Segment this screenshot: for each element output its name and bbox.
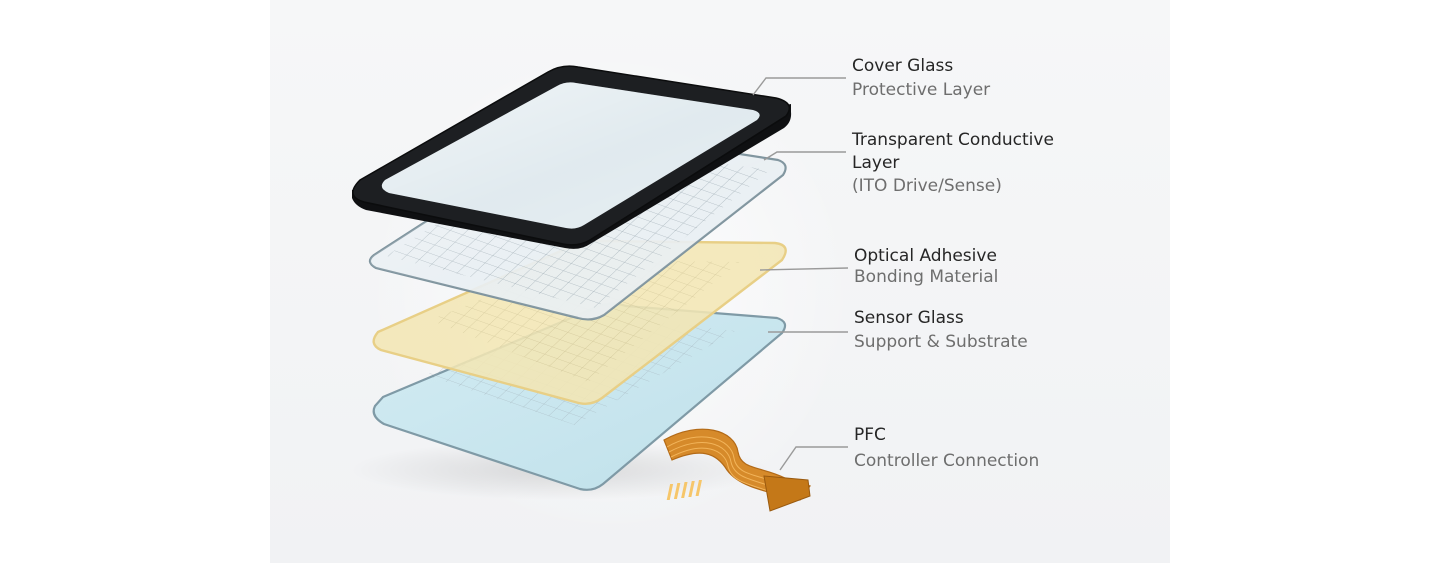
cover-glass-subtitle: Protective Layer [852, 80, 991, 100]
optical-adhesive-title: Optical Adhesive [854, 246, 997, 266]
optical-adhesive-subtitle: Bonding Material [854, 267, 999, 287]
leader-line-cover-glass [752, 77, 846, 96]
sensor-glass-title: Sensor Glass [854, 308, 964, 328]
conductive-layer-title-line1: Transparent Conductive [852, 130, 1054, 150]
leader-line-conductive-layer [763, 151, 846, 161]
sensor-glass-subtitle: Support & Substrate [854, 332, 1028, 352]
pfc-subtitle: Controller Connection [854, 451, 1040, 471]
leader-line-pfc [779, 446, 848, 471]
pfc-title: PFC [854, 425, 886, 445]
cover-glass-layer [352, 65, 792, 249]
leader-line-optical-adhesive [759, 267, 849, 271]
conductive-layer-title-line2: Layer [852, 153, 900, 173]
conductive-layer-subtitle: (ITO Drive/Sense) [852, 176, 1002, 196]
cover-glass-title: Cover Glass [852, 56, 954, 76]
pfc-flex-cable [663, 428, 811, 512]
